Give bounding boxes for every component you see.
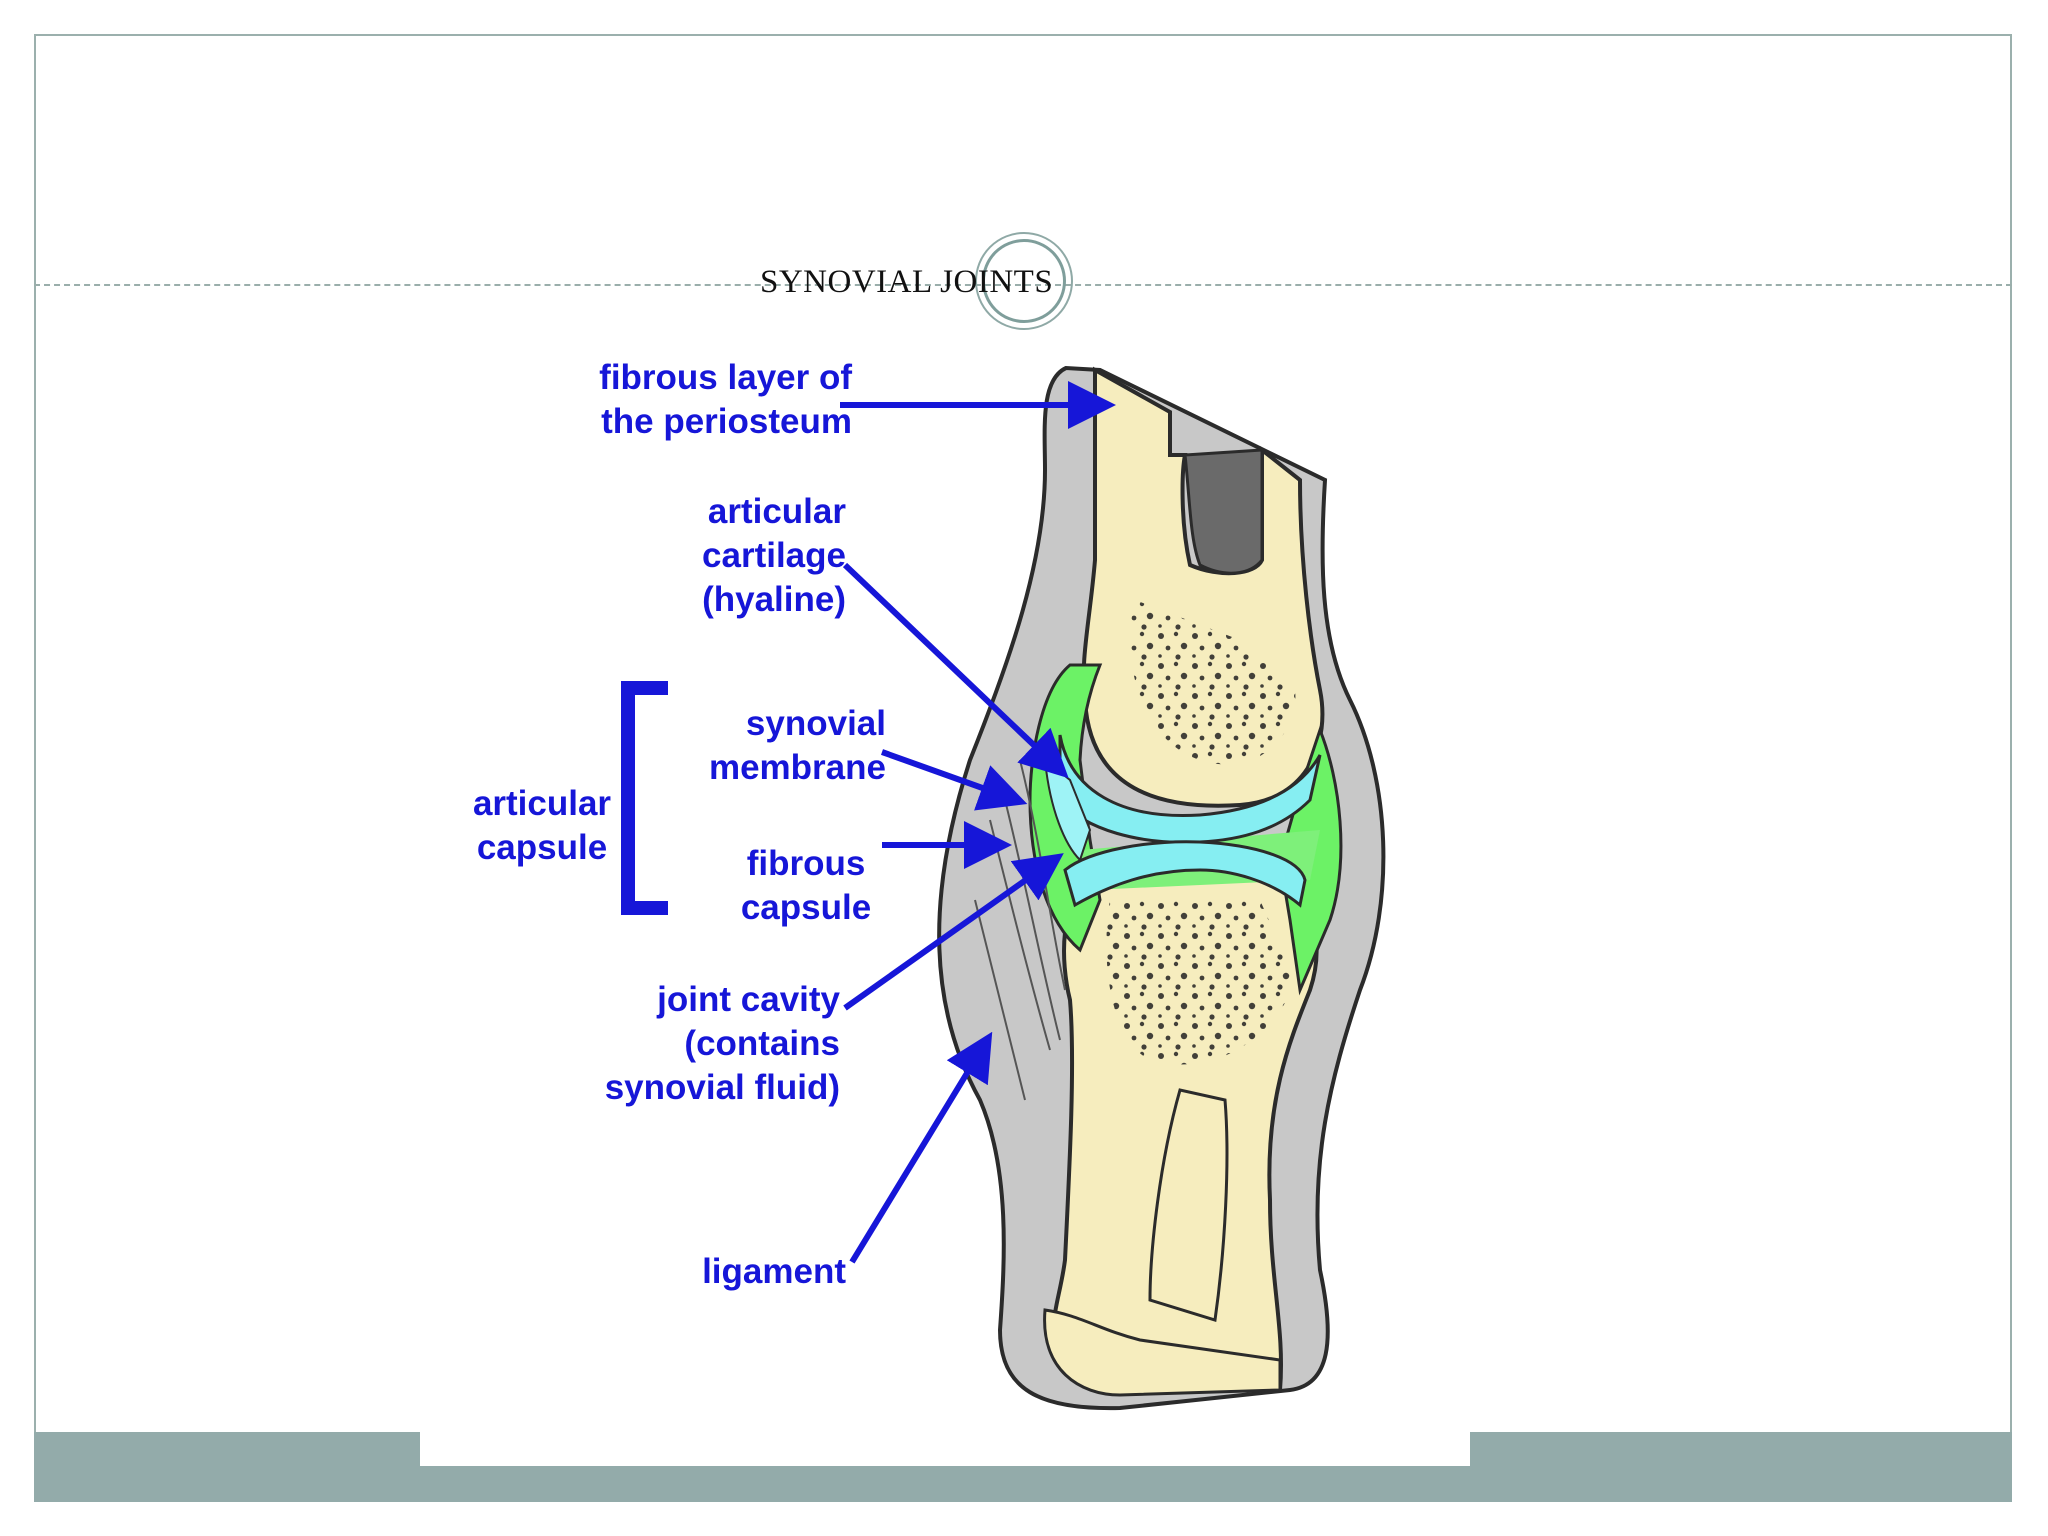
arrow-joint-cavity xyxy=(843,853,1064,1011)
label-articular-capsule: articular capsule xyxy=(472,784,612,867)
label-joint-cavity: joint cavity (contains synovial fluid) xyxy=(604,980,840,1107)
joint-cavity-region xyxy=(1043,734,1322,908)
arrow-ligament xyxy=(849,1031,993,1264)
pointer-arrows xyxy=(840,381,1116,1264)
label-fibrous-layer: fibrous layer of the periosteum xyxy=(599,358,852,441)
arrow-articular-cartilage xyxy=(842,562,1069,779)
label-synovial-membrane: synovial membrane xyxy=(708,704,886,787)
title-ornament-circle xyxy=(975,232,1073,330)
footer-band-middle xyxy=(420,1466,1470,1502)
label-fibrous-capsule: fibrous capsule xyxy=(740,844,872,927)
synovial-joint-illustration xyxy=(621,365,1386,1411)
slide-title: SYNOVIAL JOINTS xyxy=(760,264,1054,300)
diagram-panel: fibrous layer of the periosteum articula… xyxy=(420,320,1470,1466)
upper-bone xyxy=(1081,366,1325,808)
footer-band-left xyxy=(34,1432,420,1502)
footer-band-right xyxy=(1470,1432,2012,1502)
lower-bone xyxy=(1043,853,1319,1397)
articular-capsule-bracket xyxy=(621,681,668,915)
arrow-synovial-membrane xyxy=(880,749,1028,811)
label-articular-cartilage: articular cartilage (hyaline) xyxy=(702,492,846,619)
label-ligament: ligament xyxy=(702,1252,846,1291)
